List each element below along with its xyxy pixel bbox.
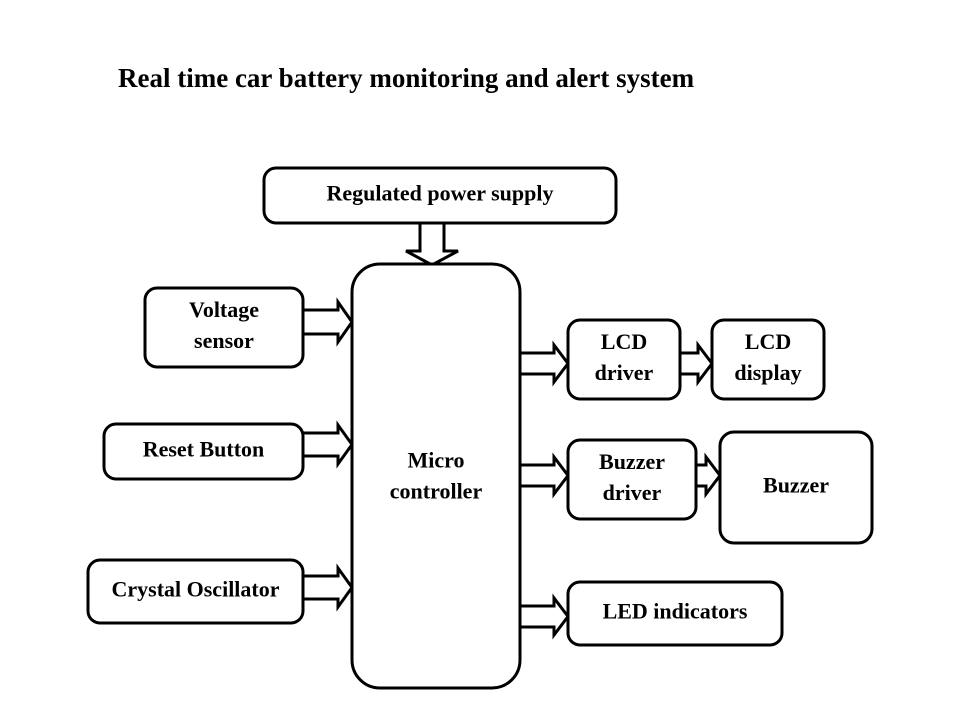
led-indicators-box: [566, 580, 784, 647]
lcd-driver-label: LCD: [601, 329, 647, 354]
voltage-sensor-to-mcu-arrow: [303, 297, 354, 347]
crystal-to-mcu-arrow: [303, 563, 354, 612]
buzzer-driver-to-buzzer-arrow: [696, 452, 722, 499]
reset-button-block: Reset Button: [102, 422, 305, 481]
buzzer-driver-label: driver: [603, 480, 662, 505]
buzzer-driver-block: Buzzer driver: [566, 438, 698, 521]
lcd-driver-block: LCD driver: [566, 318, 682, 401]
crystal-oscillator-block: Crystal Oscillator: [86, 558, 305, 625]
mcu-to-led-arrow: [520, 593, 570, 640]
power-supply-block: Regulated power supply: [262, 166, 618, 225]
reset-button-label: Reset Button: [143, 437, 265, 462]
lcd-display-box: [710, 318, 826, 401]
microcontroller-label: Micro: [407, 448, 464, 473]
voltage-sensor-label: Voltage: [189, 297, 259, 322]
reset-button-box: [102, 422, 305, 481]
mcu-to-buzzer-driver-arrow: [520, 452, 570, 499]
lcd-driver-to-display-arrow: [680, 340, 714, 387]
power-to-mcu-arrow: [405, 223, 459, 267]
lcd-display-label: LCD: [745, 329, 791, 354]
buzzer-label: Buzzer: [763, 473, 829, 498]
led-indicators-block: LED indicators: [566, 580, 784, 647]
lcd-driver-box: [566, 318, 682, 401]
microcontroller-box: [350, 262, 522, 690]
voltage-sensor-label: sensor: [194, 328, 254, 353]
power-supply-box: [262, 166, 618, 225]
voltage-sensor-block: Voltage sensor: [143, 286, 305, 369]
crystal-oscillator-box: [86, 558, 305, 625]
reset-button-to-mcu-arrow: [303, 420, 354, 469]
voltage-sensor-box: [143, 286, 305, 369]
microcontroller-block: Micro controller: [350, 262, 522, 690]
diagram-title: Real time car battery monitoring and ale…: [118, 63, 695, 93]
buzzer-block: Buzzer: [718, 430, 874, 545]
crystal-oscillator-label: Crystal Oscillator: [111, 577, 279, 602]
microcontroller-label: controller: [390, 479, 483, 504]
led-indicators-label: LED indicators: [603, 599, 748, 624]
buzzer-driver-box: [566, 438, 698, 521]
lcd-display-label: display: [734, 360, 801, 385]
power-supply-label: Regulated power supply: [327, 181, 554, 206]
buzzer-driver-label: Buzzer: [599, 449, 665, 474]
lcd-display-block: LCD display: [710, 318, 826, 401]
buzzer-box: [718, 430, 874, 545]
lcd-driver-label: driver: [595, 360, 654, 385]
mcu-to-lcd-driver-arrow: [520, 340, 570, 387]
